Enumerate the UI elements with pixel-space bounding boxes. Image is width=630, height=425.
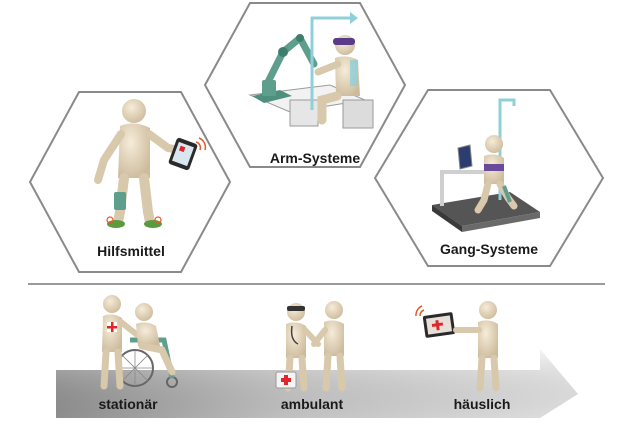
outpatient-illustration (275, 301, 346, 392)
inpatient-illustration (100, 295, 178, 390)
aids-label: Hilfsmittel (97, 243, 165, 259)
arm-systems-label: Arm-Systeme (269, 150, 361, 166)
outpatient-label: ambulant (280, 396, 344, 412)
home-illustration (415, 301, 500, 392)
assistive-aids-illustration (94, 99, 207, 228)
hex-aids (28, 91, 232, 273)
care-setting-arrow (56, 349, 578, 418)
gait-trainer-illustration (432, 98, 540, 232)
hex-arm-systems (203, 2, 407, 168)
inpatient-label: stationär (98, 396, 158, 412)
home-label: häuslich (453, 396, 511, 412)
gait-systems-label: Gang-Systeme (439, 241, 539, 257)
arm-robot-illustration (248, 12, 374, 129)
